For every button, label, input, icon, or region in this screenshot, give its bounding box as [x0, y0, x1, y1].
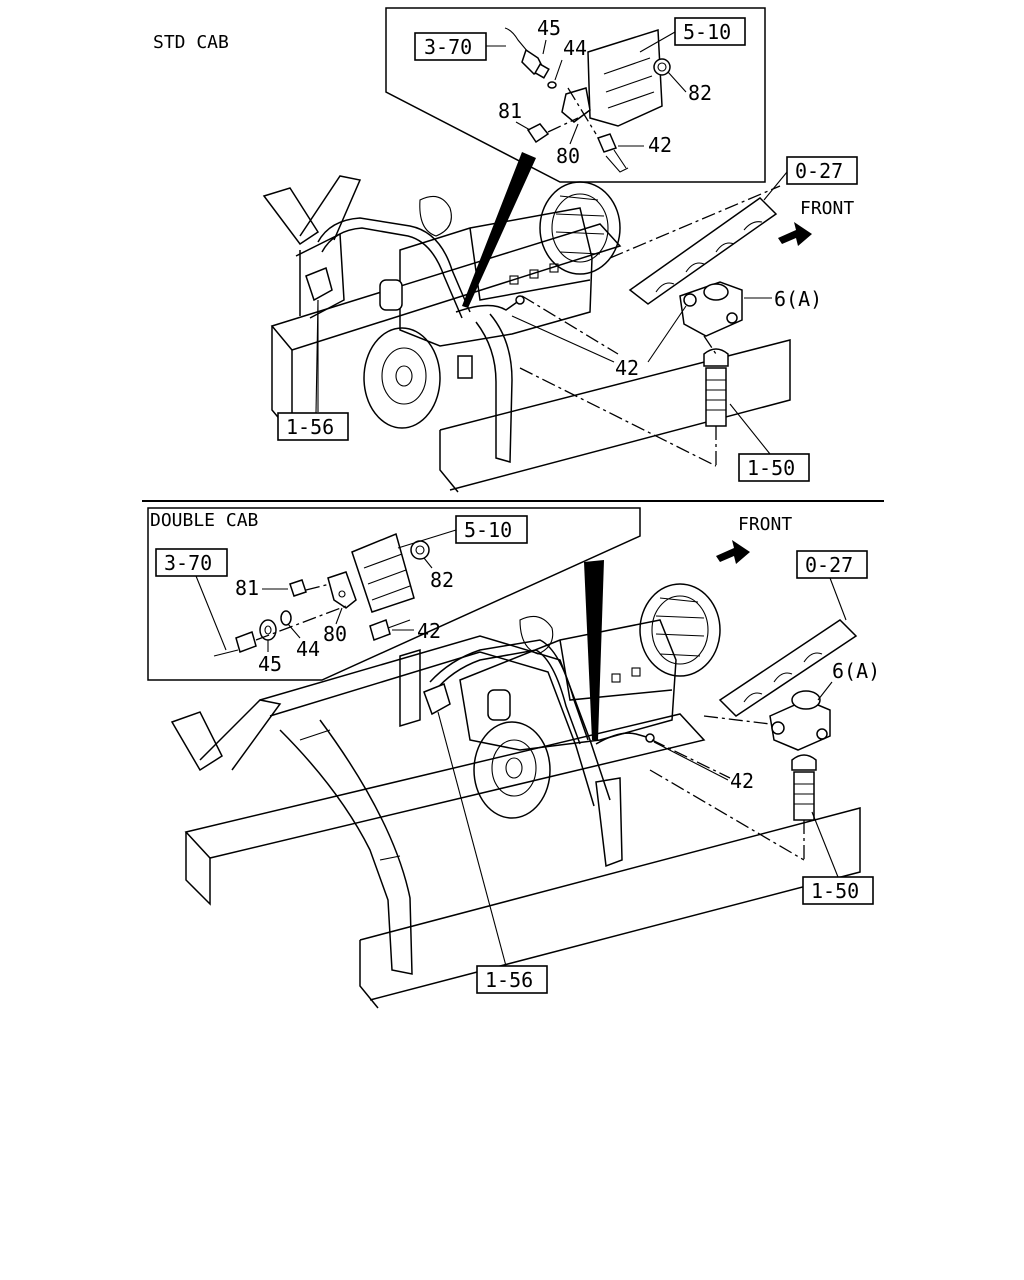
- double-cab-section: DOUBLE CAB 5-10 3-70 8: [147, 507, 880, 1009]
- std-callout-44: 44: [563, 36, 587, 60]
- double-ref-5-10: 5-10: [464, 518, 512, 542]
- std-callout-42: 42: [615, 356, 639, 380]
- double-ref-0-27: 0-27: [805, 553, 853, 577]
- std-ref-3-70: 3-70: [424, 35, 472, 59]
- double-cab-title: DOUBLE CAB: [150, 510, 258, 531]
- std-ref-1-50-box: [738, 453, 810, 482]
- double-ref-5-10-box: [455, 515, 528, 544]
- std-ref-5-10: 5-10: [683, 20, 731, 44]
- double-callout-42: 42: [730, 769, 754, 793]
- double-detail-parts: [213, 532, 430, 657]
- std-callout-6a: 6(A): [774, 287, 822, 311]
- std-ref-0-27: 0-27: [795, 159, 843, 183]
- std-chassis-drawing: [262, 175, 791, 493]
- std-ref-3-70-box: [414, 32, 487, 61]
- std-cab-title: STD CAB: [153, 32, 229, 53]
- double-ref-1-56-box: [476, 965, 548, 994]
- std-callout-81: 81: [498, 99, 522, 123]
- std-ref-1-56: 1-56: [286, 415, 334, 439]
- std-callout-82: 82: [688, 81, 712, 105]
- double-ref-3-70-box: [155, 548, 228, 577]
- double-detail-pointer: [584, 560, 604, 740]
- double-callout-44: 44: [296, 637, 320, 661]
- double-chassis-drawing: [170, 583, 861, 1009]
- std-callout-45: 45: [537, 16, 561, 40]
- std-ref-5-10-box: [674, 17, 746, 46]
- double-ref-1-56: 1-56: [485, 968, 533, 992]
- double-callout-82: 82: [430, 568, 454, 592]
- double-ref-1-50-box: [802, 876, 874, 905]
- std-callout-42-detail: 42: [648, 133, 672, 157]
- std-callout-80: 80: [556, 144, 580, 168]
- std-detail-parts: [504, 27, 671, 173]
- double-ref-0-27-box: [796, 550, 868, 579]
- double-front-label: FRONT: [738, 514, 792, 535]
- std-front-label: FRONT: [800, 198, 854, 219]
- double-ref-1-50: 1-50: [811, 879, 859, 903]
- std-detail-pointer: [462, 152, 536, 308]
- double-callout-45: 45: [258, 652, 282, 676]
- std-detail-frame: [385, 7, 766, 183]
- double-callout-42-detail: 42: [417, 619, 441, 643]
- std-cab-section: STD CAB 3-70 45 44: [153, 7, 858, 493]
- std-front-arrow-icon: [778, 222, 812, 246]
- double-detail-frame: [147, 507, 641, 681]
- double-front-arrow-icon: [716, 540, 750, 564]
- std-ref-1-56-box: [277, 412, 349, 441]
- double-callout-81: 81: [235, 576, 259, 600]
- double-ref-3-70: 3-70: [164, 551, 212, 575]
- double-callout-80: 80: [323, 622, 347, 646]
- std-ref-1-50: 1-50: [747, 456, 795, 480]
- double-callout-6a: 6(A): [832, 659, 880, 683]
- std-ref-0-27-box: [786, 156, 858, 185]
